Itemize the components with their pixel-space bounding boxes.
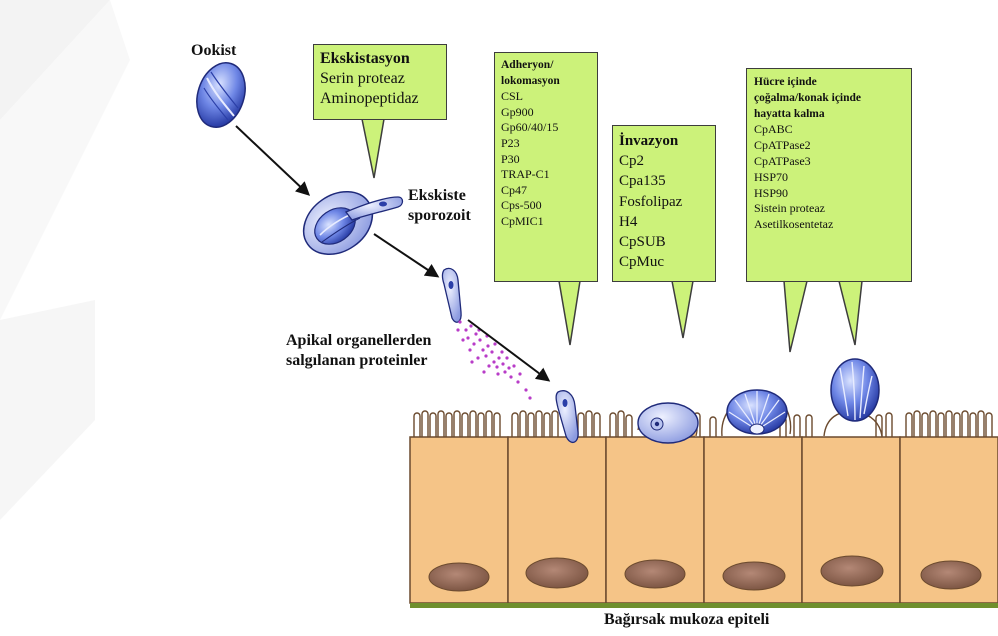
callout-invazyon-item: CpSUB	[619, 232, 709, 252]
schizont	[824, 359, 882, 436]
callout-adheryon-item: CSL	[501, 89, 591, 105]
excysting-oocyst	[292, 179, 403, 267]
pointer-ekskistasyon	[362, 119, 384, 178]
callout-hucre-item: CpABC	[754, 122, 904, 138]
callout-hucre-item: Asetilkosentetaz	[754, 217, 904, 233]
label-apikal-proteinler: Apikal organellerden salgılanan proteinl…	[286, 331, 431, 371]
callout-ekskistasyon: Ekskistasyon Serin proteaz Aminopeptidaz	[313, 44, 447, 120]
callout-ekskistasyon-item: Serin proteaz	[320, 69, 440, 89]
callout-hucre-title: hayatta kalma	[754, 107, 904, 123]
label-ookist: Ookist	[191, 41, 236, 61]
callout-adheryon-title: Adheryon/	[501, 58, 591, 74]
callout-invazyon-item: H4	[619, 212, 709, 232]
callout-adheryon-item: TRAP-C1	[501, 167, 591, 183]
callout-adheryon-item: P30	[501, 152, 591, 168]
label-apikal-line-2: salgılanan proteinler	[286, 351, 431, 371]
cell	[410, 437, 998, 603]
callout-invazyon-item: Cp2	[619, 151, 709, 171]
callout-invazyon-title: İnvazyon	[619, 131, 709, 151]
callout-invazyon-item: Fosfolipaz	[619, 192, 709, 212]
label-ekskiste-line-1: Ekskiste	[408, 186, 471, 206]
callout-adheryon-item: Cps-500	[501, 198, 591, 214]
callout-invazyon-item: CpMuc	[619, 252, 709, 272]
callout-hucre-item: Sistein proteaz	[754, 201, 904, 217]
callout-adheryon-item: Gp900	[501, 105, 591, 121]
callout-adheryon-item: P23	[501, 136, 591, 152]
pointer-hucre-1	[784, 281, 807, 352]
attaching-sporozoite	[556, 391, 578, 443]
callout-ekskistasyon-title: Ekskistasyon	[320, 49, 440, 69]
callout-hucre-icinde: Hücre içinde çoğalma/konak içinde hayatt…	[746, 68, 912, 282]
callout-ekskistasyon-item: Aminopeptidaz	[320, 89, 440, 109]
background-shading	[0, 0, 130, 520]
callout-hucre-title: çoğalma/konak içinde	[754, 91, 904, 107]
callout-hucre-item: HSP70	[754, 170, 904, 186]
callout-adheryon-item: CpMIC1	[501, 214, 591, 230]
pointer-hucre-2	[839, 281, 862, 345]
microvilli	[414, 411, 992, 437]
callout-adheryon: Adheryon/ lokomasyon CSL Gp900 Gp60/40/1…	[494, 52, 598, 282]
callout-adheryon-title: lokomasyon	[501, 74, 591, 90]
invading-trophozoite	[638, 403, 698, 443]
label-apikal-line-1: Apikal organellerden	[286, 331, 431, 351]
callout-hucre-item: HSP90	[754, 186, 904, 202]
oocyst	[189, 57, 253, 134]
callout-hucre-item: CpATPase2	[754, 138, 904, 154]
callout-invazyon: İnvazyon Cp2 Cpa135 Fosfolipaz H4 CpSUB …	[612, 125, 716, 282]
basement-membrane	[410, 603, 998, 608]
free-sporozoite	[443, 268, 462, 322]
pointer-invazyon	[672, 281, 693, 338]
callout-adheryon-item: Gp60/40/15	[501, 120, 591, 136]
callout-invazyon-item: Cpa135	[619, 171, 709, 191]
callout-adheryon-item: Cp47	[501, 183, 591, 199]
epithelium	[410, 411, 998, 608]
label-bagirsak-mukoza-epiteli: Bağırsak mukoza epiteli	[604, 610, 769, 630]
callout-hucre-title: Hücre içinde	[754, 75, 904, 91]
callout-hucre-item: CpATPase3	[754, 154, 904, 170]
pointer-adheryon	[559, 281, 580, 345]
label-ekskiste-sporozoit: Ekskiste sporozoit	[408, 186, 471, 226]
label-ekskiste-line-2: sporozoit	[408, 206, 471, 226]
